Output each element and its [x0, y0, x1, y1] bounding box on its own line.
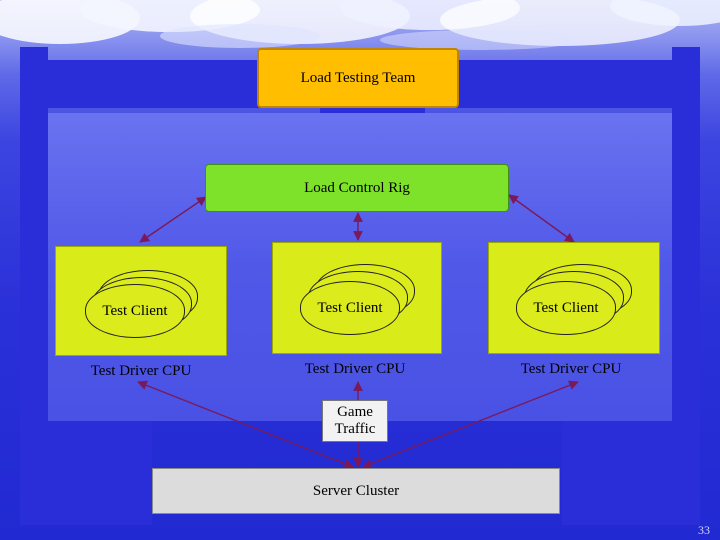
frame-right-bar — [672, 47, 700, 457]
frame-bottom-right — [562, 420, 700, 525]
game-traffic-box: Game Traffic — [322, 400, 388, 442]
test-client-2: Test Client — [300, 281, 400, 335]
server-cluster-box: Server Cluster — [152, 468, 560, 514]
test-driver-cpu-label-2: Test Driver CPU — [304, 361, 406, 377]
test-client-3: Test Client — [516, 281, 616, 335]
test-driver-cpu-label-1: Test Driver CPU — [90, 363, 192, 379]
cloud-banner — [0, 0, 720, 50]
page-number: 33 — [698, 523, 710, 537]
load-control-rig-box: Load Control Rig — [205, 164, 509, 212]
frame-bottom-left — [20, 420, 152, 525]
test-driver-cpu-label-3: Test Driver CPU — [520, 361, 622, 377]
load-testing-team-box: Load Testing Team — [257, 48, 459, 108]
test-client-1: Test Client — [85, 284, 185, 338]
